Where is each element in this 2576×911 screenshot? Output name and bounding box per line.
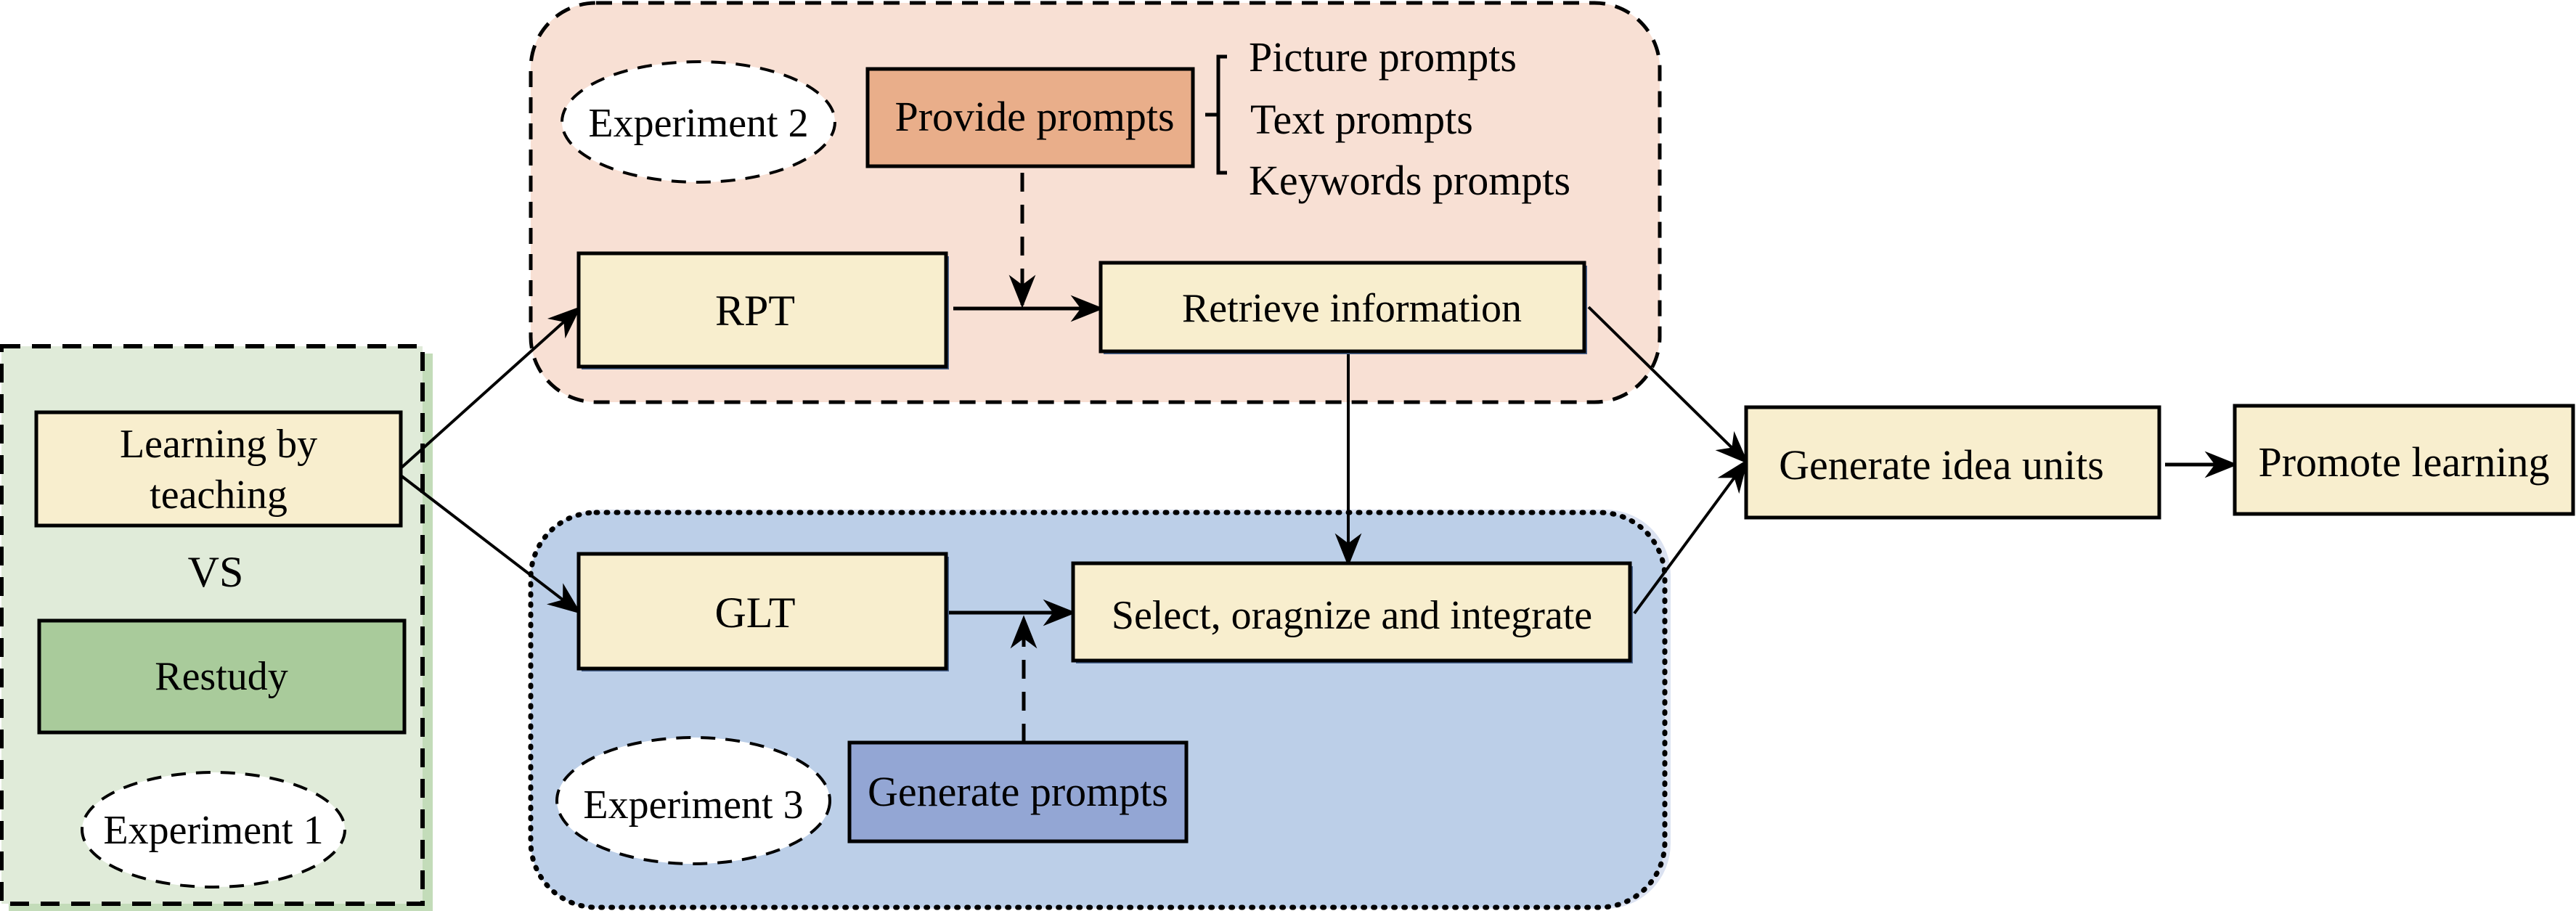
arrow-teaching-to-rpt xyxy=(399,306,582,470)
generate-idea-units-node[interactable]: Generate idea units xyxy=(1744,405,2161,520)
badge-ellipse xyxy=(81,771,346,888)
glt-node[interactable]: GLT xyxy=(576,552,949,671)
badge-label: Experiment 2 xyxy=(588,101,808,146)
node-label: Select, oragnize and integrate xyxy=(1112,593,1592,638)
badge-ellipse xyxy=(555,736,831,865)
experiment-1-badge: Experiment 1 xyxy=(81,771,346,888)
node-box xyxy=(2233,404,2575,516)
node-box xyxy=(1744,405,2161,520)
node-label: Retrieve information xyxy=(1182,286,1522,331)
node-box xyxy=(1099,261,1586,354)
node-box xyxy=(34,410,403,528)
select-organize-integrate-node[interactable]: Select, oragnize and integrate xyxy=(1071,561,1633,663)
node-label-line-2: teaching xyxy=(150,473,288,518)
prompt-type-keywords: Keywords prompts xyxy=(1249,157,1570,204)
experiment-2-badge: Experiment 2 xyxy=(561,60,836,184)
learning-by-teaching-node[interactable]: Learning by teaching xyxy=(34,410,403,528)
provide-prompts-node[interactable]: Provide prompts xyxy=(865,67,1195,168)
experiment-3-badge: Experiment 3 xyxy=(555,736,831,865)
node-label: Generate idea units xyxy=(1779,441,2104,489)
node-box xyxy=(847,740,1189,843)
arrow-teaching-to-glt xyxy=(399,474,582,614)
node-label: Generate prompts xyxy=(868,768,1168,815)
generate-prompts-node[interactable]: Generate prompts xyxy=(847,740,1189,843)
rpt-node[interactable]: RPT xyxy=(576,251,949,369)
restudy-node[interactable]: Restudy xyxy=(37,618,407,735)
arrow-retrieve-to-idea-units xyxy=(1587,306,1749,465)
node-box xyxy=(576,552,948,671)
node-label: Provide prompts xyxy=(894,93,1174,140)
prompt-types-list: Picture prompts Text prompts Keywords pr… xyxy=(1249,33,1570,204)
promote-learning-node[interactable]: Promote learning xyxy=(2233,404,2575,516)
node-box xyxy=(576,251,948,369)
badge-label: Experiment 1 xyxy=(103,808,323,853)
badge-ellipse xyxy=(561,60,836,184)
prompt-type-picture: Picture prompts xyxy=(1249,33,1517,81)
prompt-type-text: Text prompts xyxy=(1250,96,1473,143)
node-box xyxy=(865,67,1195,168)
node-box xyxy=(37,618,407,735)
node-label: GLT xyxy=(714,589,795,637)
node-label-line-1: Learning by xyxy=(120,422,317,467)
prompt-types-brace-icon xyxy=(1205,54,1227,175)
node-label: Promote learning xyxy=(2258,438,2549,486)
node-label: Restudy xyxy=(155,654,288,699)
connectors xyxy=(399,54,2238,743)
node-box xyxy=(1071,561,1632,663)
badge-label: Experiment 3 xyxy=(583,783,803,828)
vs-label: VS xyxy=(188,548,244,596)
node-label: RPT xyxy=(715,287,795,335)
retrieve-information-node[interactable]: Retrieve information xyxy=(1099,261,1587,354)
arrow-select-to-idea-units xyxy=(1633,459,1748,615)
